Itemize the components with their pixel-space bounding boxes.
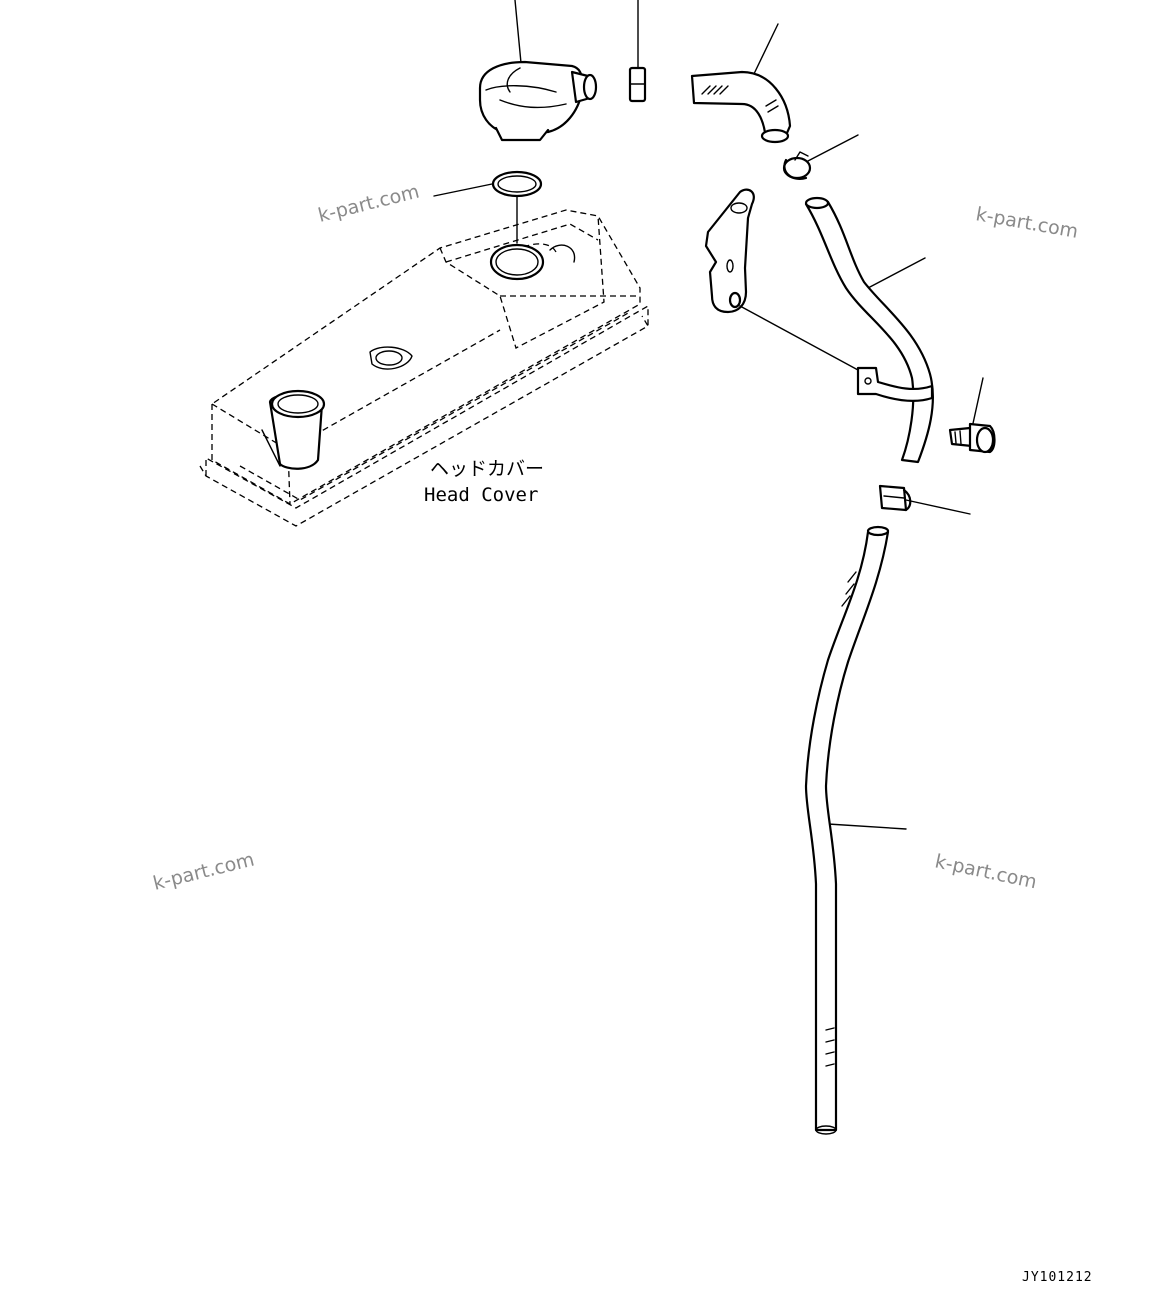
callout-line-tube-upper [867,257,926,289]
head-cover-label-jp: ヘッドカバー [430,458,544,480]
callout-line-tube-lower [827,823,907,830]
callout-line-breather-cap [514,0,522,64]
o-ring [433,170,543,244]
callout-line-o-ring [433,183,493,197]
elbow-hose [690,23,792,144]
watermark-text: k-part.com [151,848,257,894]
bracket [704,188,859,371]
callout-line-hose-clamp [805,134,859,163]
watermark-text: k-part.com [933,850,1039,893]
drawing-code: JY101212 [1022,1270,1093,1285]
bracket-bolt-axis-line [739,305,859,371]
callout-line-flange-bolt [971,377,984,429]
head-cover-label-en: Head Cover [424,484,538,506]
small-clamp [628,0,647,103]
callout-line-clamp-lower [905,499,971,515]
hose-clamp [782,134,859,180]
hose-clamp-lower [878,484,971,515]
callout-line-elbow-hose [751,23,779,79]
flange-bolt [948,377,996,454]
watermark-text: k-part.com [974,203,1080,243]
breather-cap [478,0,598,142]
head-cover [199,209,649,527]
watermark-text: k-part.com [316,180,422,226]
breather-tube-lower [804,525,907,1135]
breather-tube-upper [804,196,934,464]
